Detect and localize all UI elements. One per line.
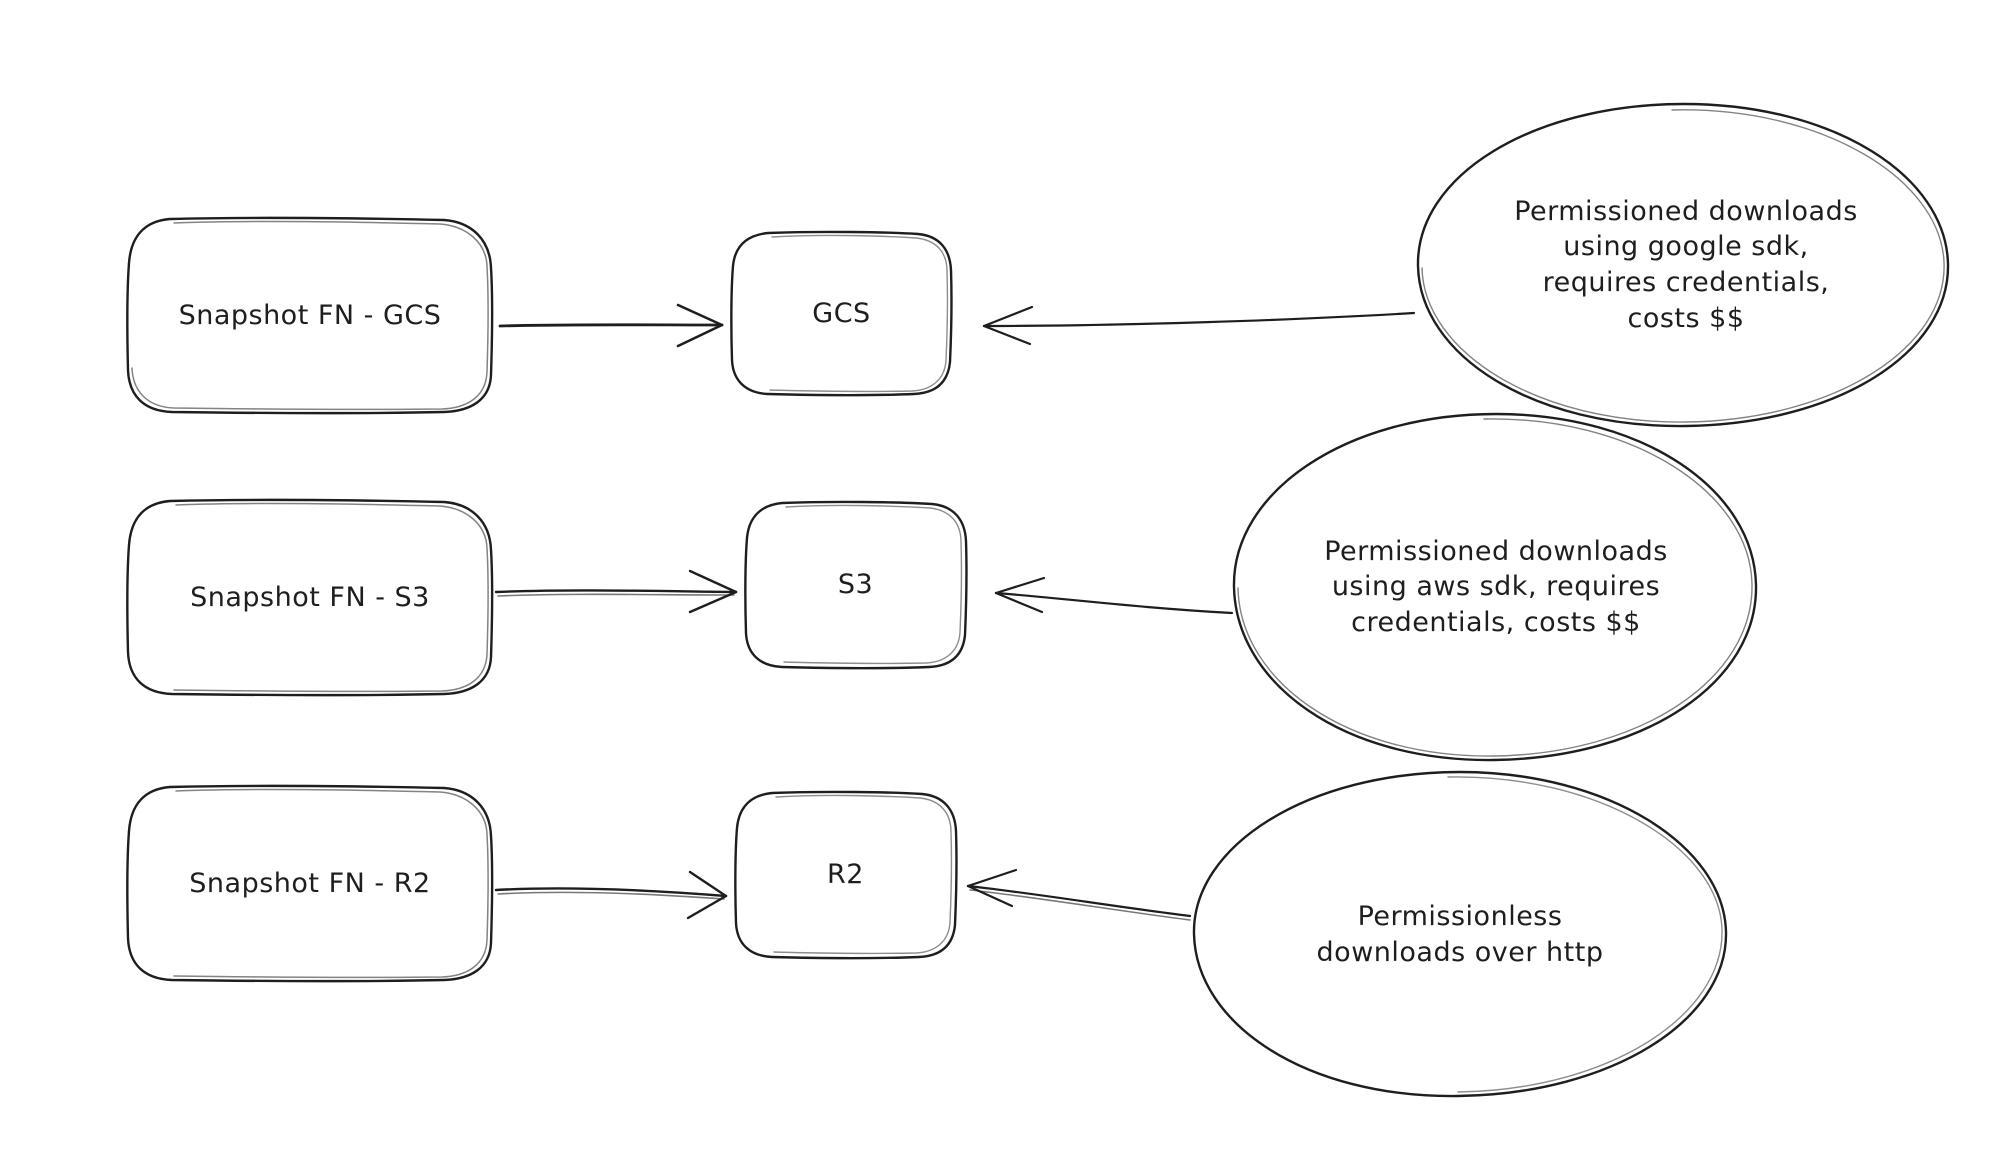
arrow-snapshot-fn-r2-to-r2 — [494, 870, 728, 920]
arrow-snapshot-fn-gcs-to-gcs — [498, 303, 724, 348]
node-snapshot-fn-s3-shape[interactable] — [126, 498, 494, 697]
arrow-snapshot-fn-s3-to-s3 — [494, 569, 738, 614]
node-snapshot-fn-r2-shape[interactable] — [126, 784, 494, 983]
arrow-note-gcs-to-gcs — [982, 305, 1416, 346]
node-s3-shape[interactable] — [744, 500, 968, 670]
node-r2-shape[interactable] — [734, 790, 958, 960]
note-s3-shape[interactable] — [1232, 412, 1758, 762]
arrow-note-r2-to-r2 — [966, 868, 1192, 921]
note-r2-shape[interactable] — [1192, 770, 1728, 1098]
arrow-note-s3-to-s3 — [994, 576, 1234, 615]
note-gcs-shape[interactable] — [1416, 102, 1950, 428]
node-snapshot-fn-gcs-shape[interactable] — [126, 216, 494, 415]
node-gcs-shape[interactable] — [730, 230, 953, 397]
